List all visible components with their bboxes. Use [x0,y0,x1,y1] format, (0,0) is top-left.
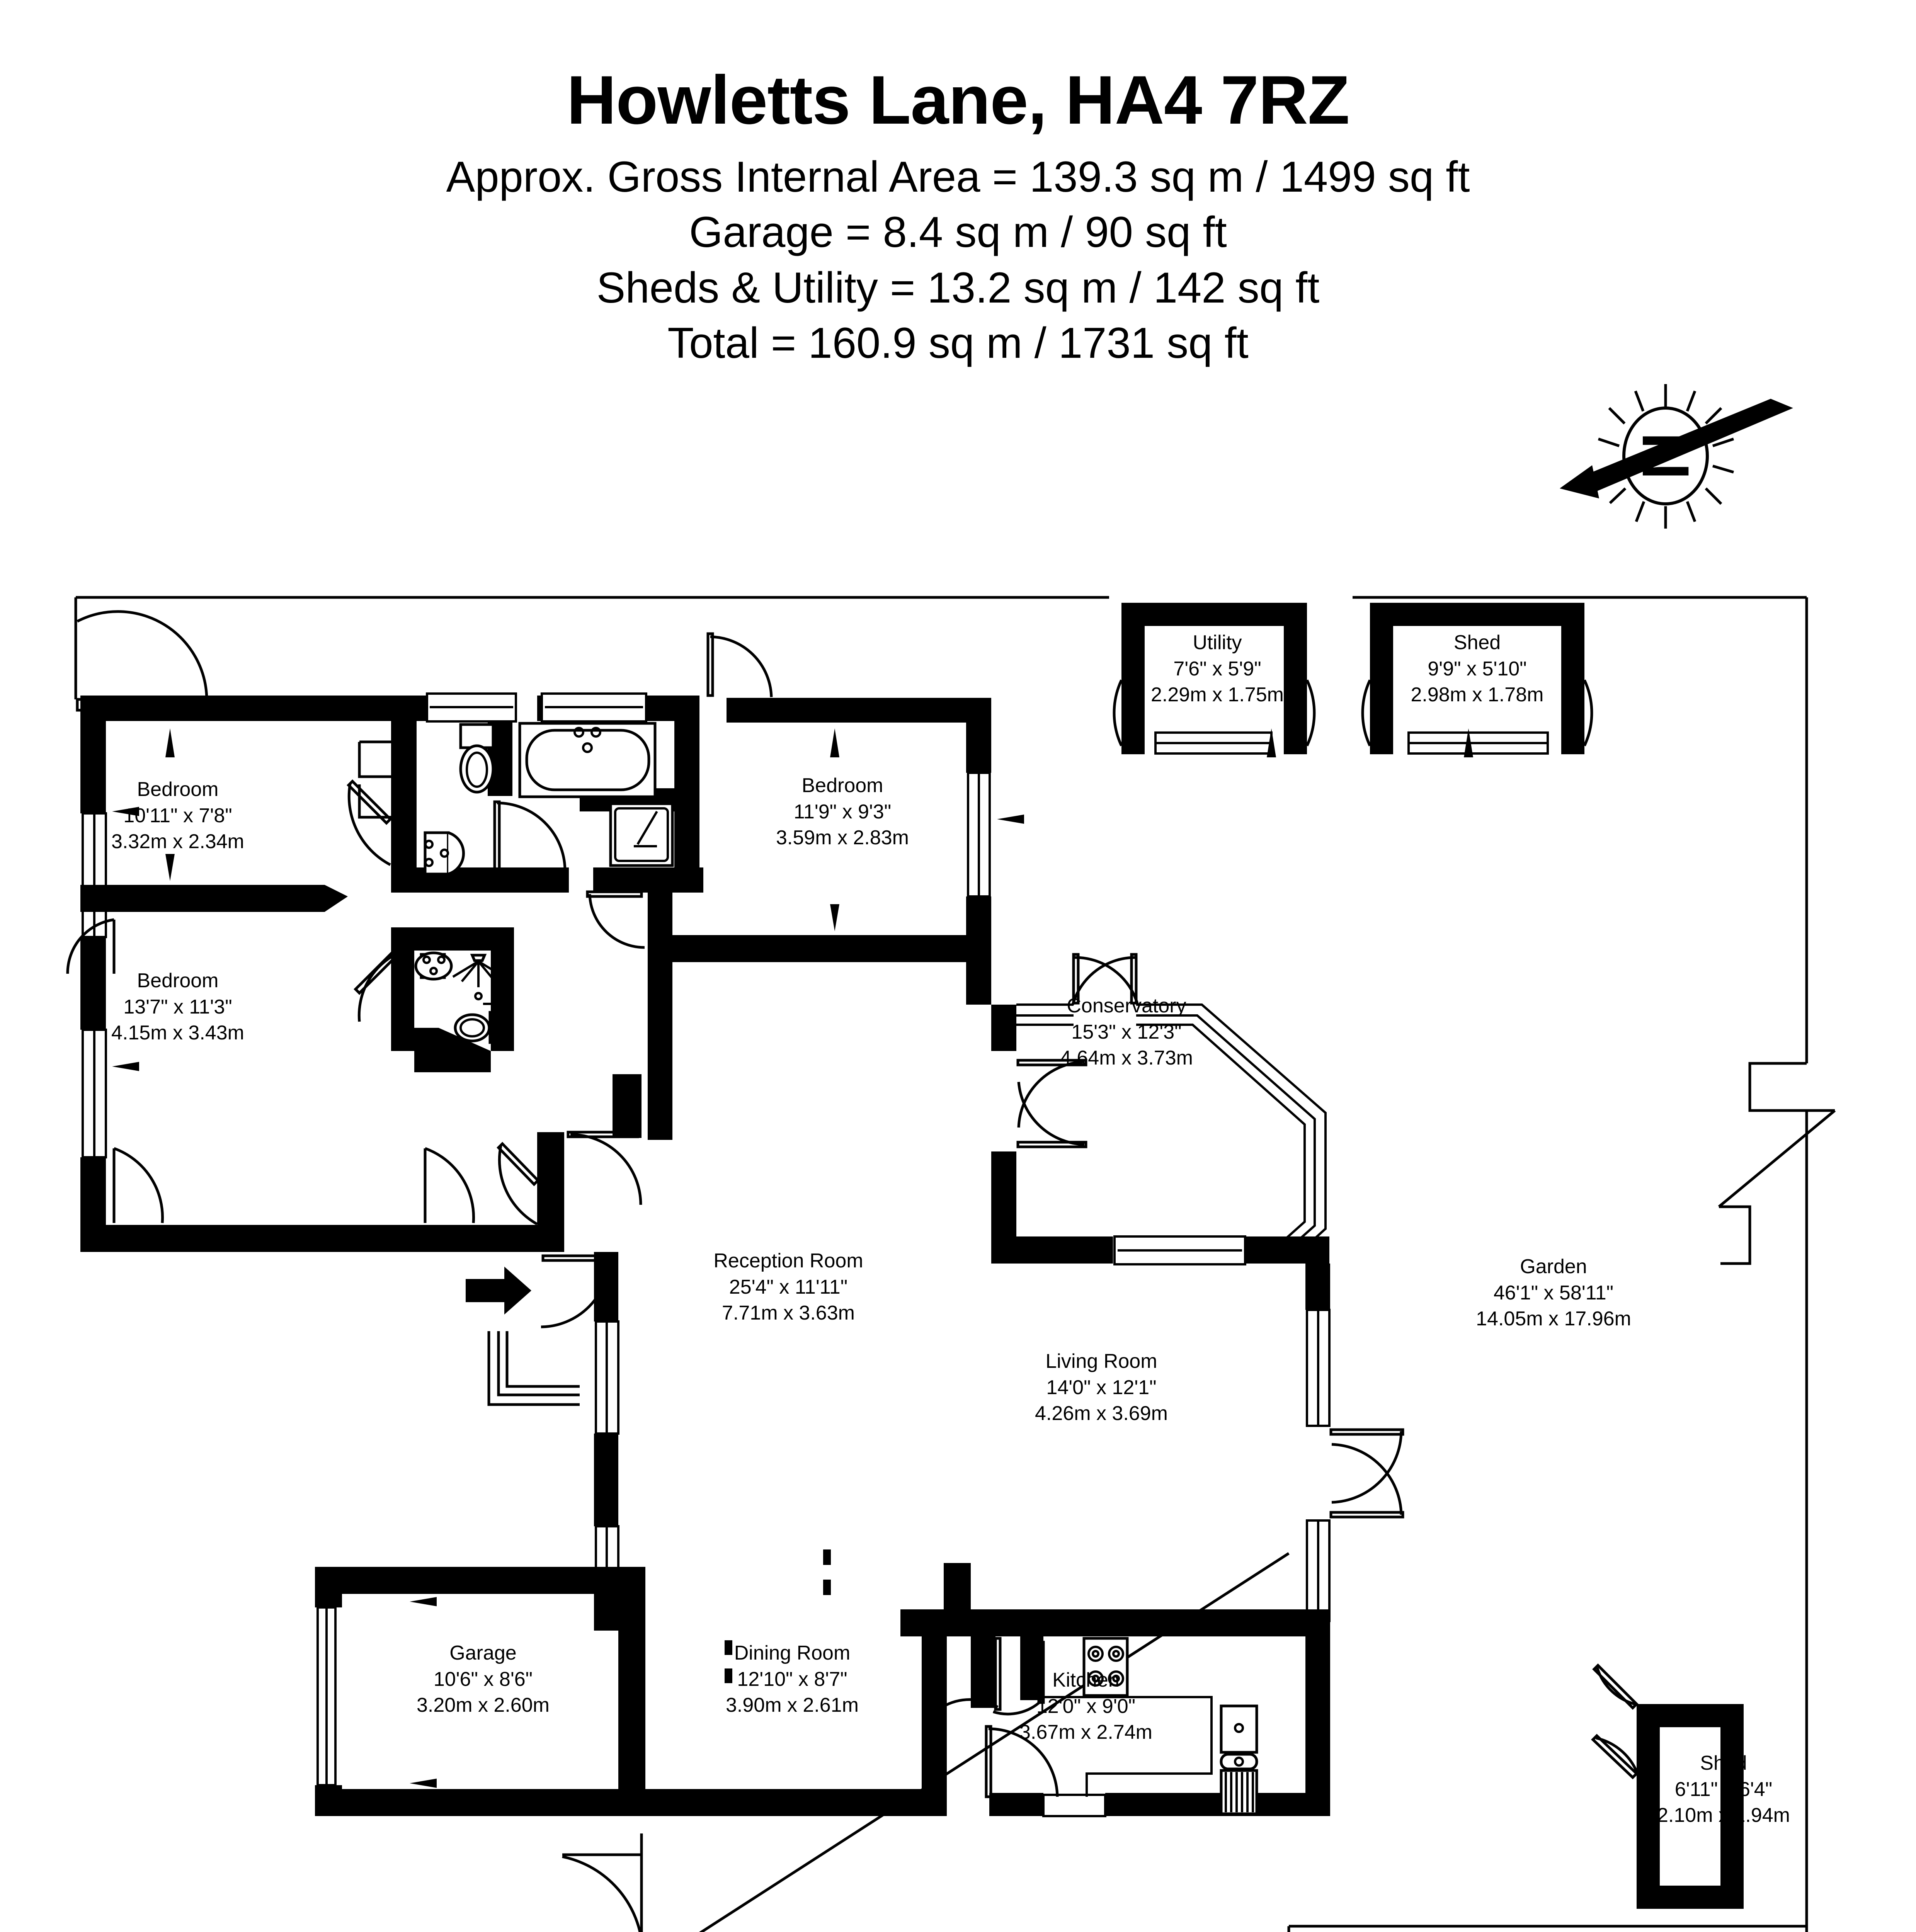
room-shed-bottom [1591,1663,1744,1909]
area-line-gross: Approx. Gross Internal Area = 139.3 sq m… [446,153,1470,201]
area-line-total: Total = 160.9 sq m / 1731 sq ft [667,319,1249,367]
svg-text:N: N [1628,432,1703,480]
room-shed-top [1361,603,1593,755]
area-line-garage: Garage = 8.4 sq m / 90 sq ft [689,208,1227,257]
house-walls [80,692,1404,1817]
room-utility [1113,603,1316,755]
area-line-sheds: Sheds & Utility = 13.2 sq m / 142 sq ft [596,263,1320,312]
dimension-ticks [112,728,1473,1788]
property-boundary [74,596,1836,1932]
page-title: Howletts Lane, HA4 7RZ [567,61,1349,138]
bathroom-fixtures [424,722,674,876]
header: Howletts Lane, HA4 7RZ Approx. Gross Int… [0,66,1916,371]
kitchen-fixtures [1043,1637,1258,1815]
door-swings [66,632,1059,1798]
ensuite-fixtures [391,927,514,1072]
compass-rose: N [1523,371,1809,541]
